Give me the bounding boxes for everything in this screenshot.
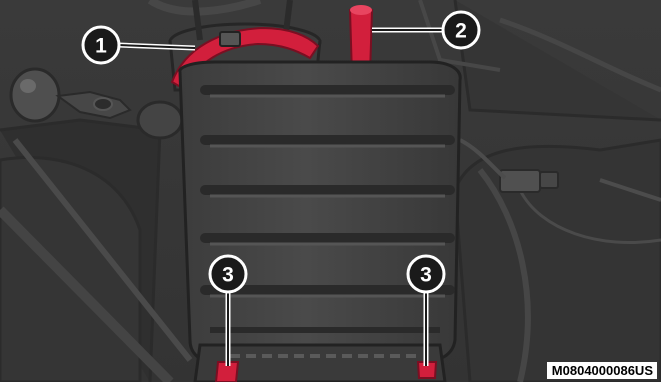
callout-3-left: 3 [210, 256, 246, 292]
callout-3-left-number: 3 [222, 264, 234, 287]
callout-1-number: 1 [95, 35, 107, 58]
callout-1: 1 [83, 27, 119, 63]
air-line-end [350, 5, 372, 15]
callout-3-right: 3 [408, 256, 444, 292]
callout-2-number: 2 [455, 20, 467, 43]
callout-2: 2 [443, 12, 479, 48]
callout-3-right-number: 3 [420, 264, 432, 287]
clamp-buckle [220, 32, 240, 46]
air-spring-bellows [180, 62, 460, 362]
figure-reference-code: M0804000086US [547, 362, 657, 379]
